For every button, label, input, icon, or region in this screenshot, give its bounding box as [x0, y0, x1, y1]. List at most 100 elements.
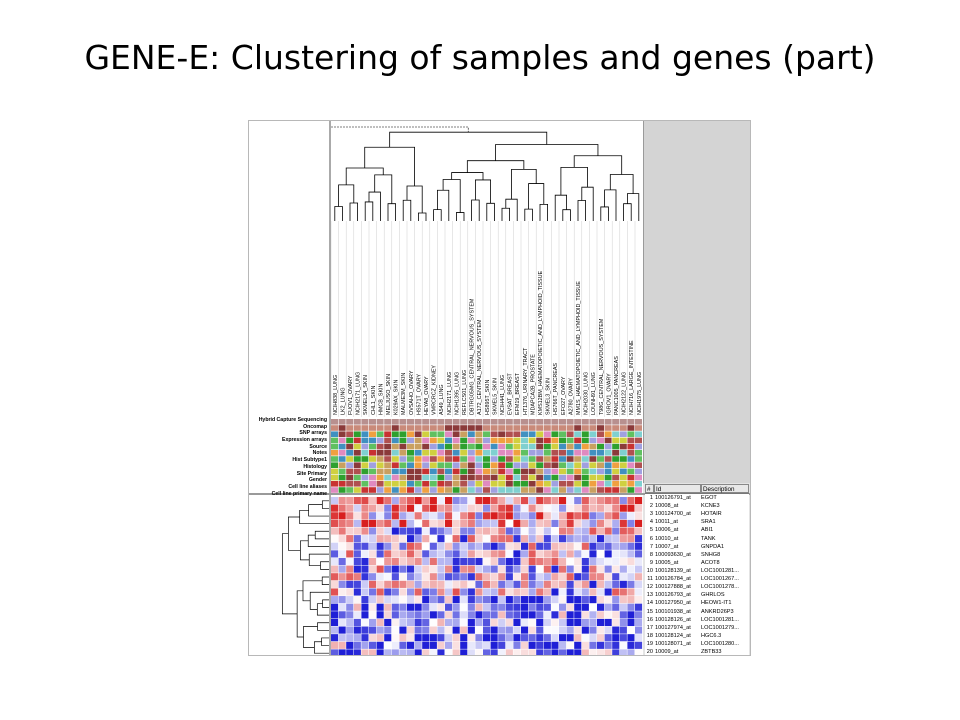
heatmap-cell[interactable] — [475, 634, 483, 642]
heatmap-cell[interactable] — [513, 512, 521, 520]
annotation-cell[interactable] — [505, 462, 513, 468]
annotation-cell[interactable] — [460, 462, 468, 468]
annotation-cell[interactable] — [346, 425, 354, 431]
heatmap-cell[interactable] — [483, 542, 491, 550]
annotation-cell[interactable] — [475, 481, 483, 487]
heatmap-cell[interactable] — [581, 580, 589, 588]
heatmap-cell[interactable] — [346, 512, 354, 520]
heatmap-cell[interactable] — [391, 550, 399, 558]
heatmap-cell[interactable] — [619, 580, 627, 588]
heatmap-cell[interactable] — [346, 618, 354, 627]
heatmap-cell[interactable] — [331, 573, 339, 581]
heatmap-cell[interactable] — [566, 504, 574, 512]
annotation-cell[interactable] — [551, 437, 559, 444]
annotation-cell[interactable] — [376, 450, 384, 456]
heatmap-cell[interactable] — [498, 618, 506, 627]
heatmap-cell[interactable] — [346, 497, 354, 505]
heatmap-cell[interactable] — [369, 611, 377, 619]
heatmap-cell[interactable] — [521, 550, 529, 558]
annotation-cell[interactable] — [597, 481, 604, 487]
heatmap-cell[interactable] — [505, 641, 513, 649]
heatmap-cell[interactable] — [635, 573, 643, 581]
annotation-cell[interactable] — [445, 431, 452, 437]
annotation-cell[interactable] — [452, 450, 460, 456]
heatmap-cell[interactable] — [452, 611, 460, 619]
annotation-cell[interactable] — [346, 468, 354, 475]
heatmap-cell[interactable] — [445, 504, 453, 512]
annotation-cell[interactable] — [391, 487, 399, 493]
heatmap-cell[interactable] — [566, 542, 574, 550]
heatmap-cell[interactable] — [627, 618, 635, 627]
heatmap-cell[interactable] — [574, 649, 582, 656]
annotation-cell[interactable] — [445, 425, 452, 431]
heatmap-cell[interactable] — [589, 542, 597, 550]
heatmap-cell[interactable] — [445, 611, 453, 619]
heatmap-cell[interactable] — [543, 588, 551, 596]
annotation-cell[interactable] — [376, 462, 384, 468]
heatmap-cell[interactable] — [619, 611, 627, 619]
annotation-cell[interactable] — [338, 450, 346, 456]
heatmap-cell[interactable] — [589, 557, 597, 566]
heatmap-cell[interactable] — [369, 535, 377, 543]
heatmap-cell[interactable] — [331, 580, 339, 588]
heatmap-cell[interactable] — [346, 550, 354, 558]
annotation-cell[interactable] — [437, 419, 445, 425]
heatmap-cell[interactable] — [331, 611, 339, 619]
annotation-cell[interactable] — [422, 468, 430, 475]
heatmap-cell[interactable] — [452, 573, 460, 581]
heatmap-cell[interactable] — [627, 565, 635, 573]
heatmap-cell[interactable] — [513, 603, 521, 611]
heatmap-cell[interactable] — [604, 618, 612, 627]
heatmap-cell[interactable] — [619, 512, 627, 520]
heatmap-cell[interactable] — [566, 588, 574, 596]
heatmap-cell[interactable] — [543, 634, 551, 642]
heatmap-cell[interactable] — [604, 573, 612, 581]
heatmap-cell[interactable] — [528, 596, 536, 604]
annotation-cell[interactable] — [331, 419, 338, 425]
heatmap-cell[interactable] — [369, 596, 377, 604]
heatmap-cell[interactable] — [452, 603, 460, 611]
annotation-cell[interactable] — [429, 481, 437, 487]
heatmap-cell[interactable] — [391, 504, 399, 512]
annotation-cell[interactable] — [399, 431, 407, 437]
annotation-cell[interactable] — [331, 468, 338, 475]
heatmap-cell[interactable] — [445, 641, 453, 649]
heatmap-cell[interactable] — [513, 634, 521, 642]
annotation-cell[interactable] — [627, 437, 635, 444]
heatmap-cell[interactable] — [551, 611, 559, 619]
heatmap-cell[interactable] — [566, 611, 574, 619]
annotation-cell[interactable] — [536, 481, 544, 487]
annotation-cell[interactable] — [635, 425, 642, 431]
annotation-cell[interactable] — [475, 456, 483, 462]
heatmap-cell[interactable] — [483, 519, 491, 527]
heatmap-cell[interactable] — [437, 649, 445, 656]
annotation-cell[interactable] — [331, 425, 338, 431]
heatmap-cell[interactable] — [551, 550, 559, 558]
heatmap-cell[interactable] — [551, 565, 559, 573]
annotation-cell[interactable] — [331, 443, 338, 450]
annotation-cell[interactable] — [414, 456, 422, 462]
heatmap-cell[interactable] — [346, 603, 354, 611]
annotation-cell[interactable] — [452, 474, 460, 481]
annotation-cell[interactable] — [574, 456, 582, 462]
heatmap-cell[interactable] — [551, 573, 559, 581]
annotation-cell[interactable] — [627, 450, 635, 456]
heatmap-cell[interactable] — [437, 634, 445, 642]
heatmap-cell[interactable] — [460, 550, 468, 558]
heatmap-cell[interactable] — [612, 596, 620, 604]
annotation-cell[interactable] — [384, 456, 392, 462]
heatmap-cell[interactable] — [475, 557, 483, 566]
annotation-cell[interactable] — [452, 462, 460, 468]
annotation-cell[interactable] — [399, 419, 407, 425]
heatmap-cell[interactable] — [376, 611, 384, 619]
annotation-cell[interactable] — [460, 468, 468, 475]
annotation-cell[interactable] — [551, 450, 559, 456]
annotation-cell[interactable] — [445, 450, 452, 456]
heatmap-cell[interactable] — [528, 626, 536, 634]
heatmap-cell[interactable] — [551, 603, 559, 611]
heatmap-cell[interactable] — [521, 596, 529, 604]
annotation-cell[interactable] — [467, 487, 475, 493]
